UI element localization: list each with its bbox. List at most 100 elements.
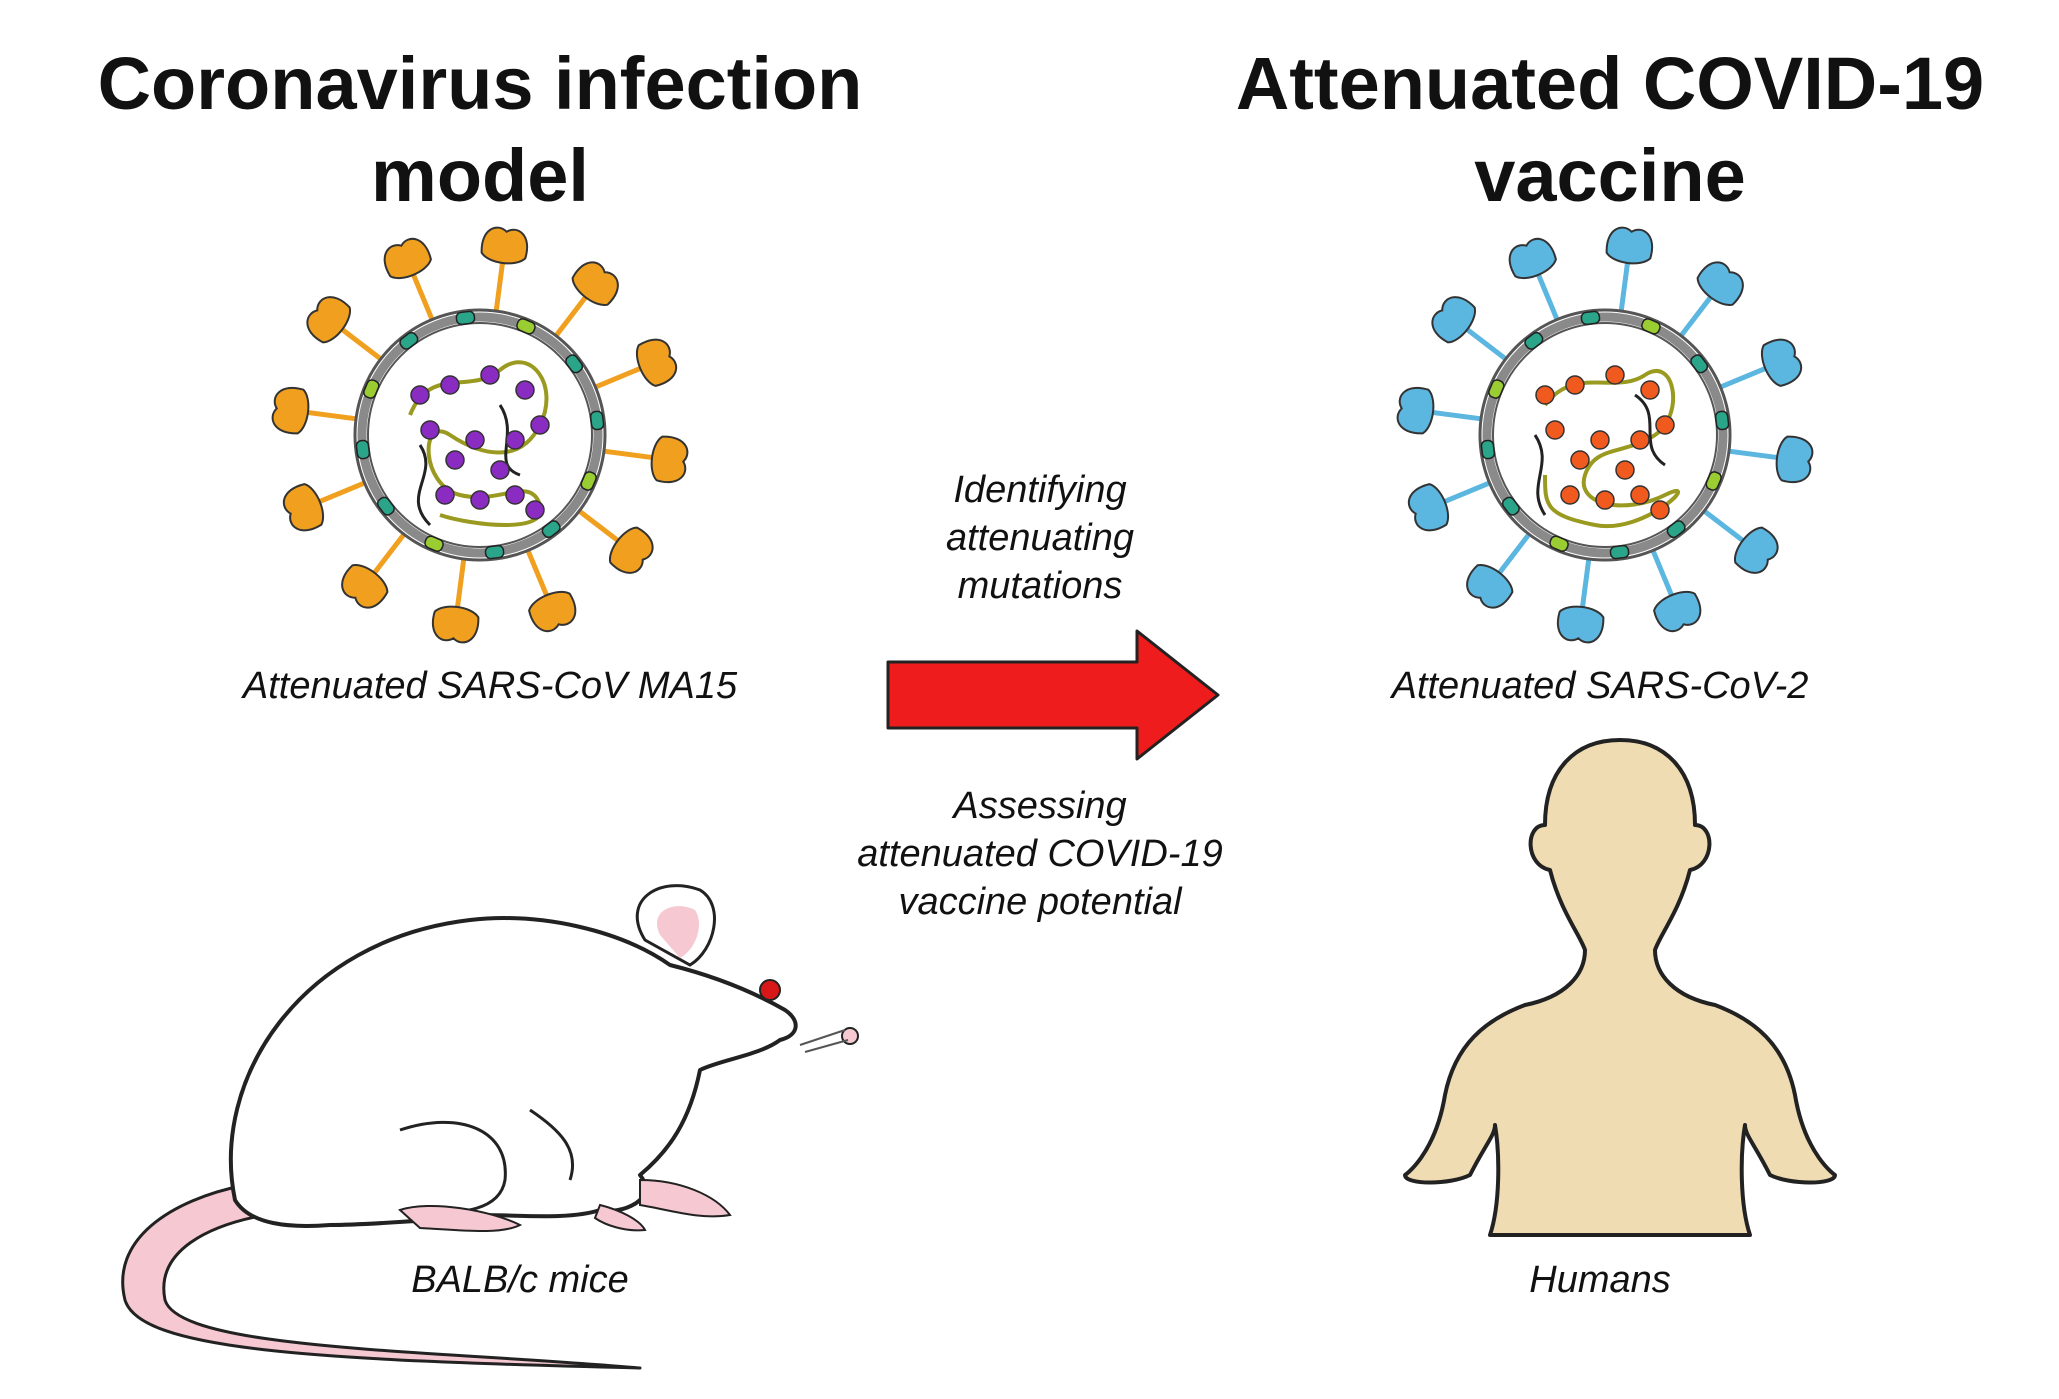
spike-protein xyxy=(383,237,432,279)
spike-protein xyxy=(271,387,310,435)
nucleocapsid-bead xyxy=(1565,375,1585,395)
sars-cov-virus-icon xyxy=(271,226,689,644)
left-heading-line1: Coronavirus infection xyxy=(97,42,863,125)
nucleocapsid-bead xyxy=(1655,415,1675,435)
membrane-protein xyxy=(589,410,605,431)
membrane-protein xyxy=(424,535,444,552)
spike-protein xyxy=(609,526,654,574)
nucleocapsid-bead xyxy=(1560,485,1580,505)
spike-protein xyxy=(1605,226,1653,265)
nucleocapsid-bead xyxy=(1595,490,1615,510)
nucleocapsid-bead xyxy=(1640,380,1660,400)
assessing-vaccine-label: Assessing attenuated COVID-19 vaccine po… xyxy=(800,782,1280,926)
membrane-protein xyxy=(1714,410,1730,431)
assess-line2: attenuated COVID-19 xyxy=(857,833,1223,875)
membrane-protein xyxy=(1549,535,1569,552)
spike-protein xyxy=(282,483,324,532)
nucleocapsid-bead xyxy=(515,380,535,400)
spike-protein xyxy=(650,435,689,483)
spike-protein xyxy=(432,605,480,644)
spikes xyxy=(1396,226,1814,644)
membrane-protein xyxy=(1501,496,1520,516)
left-heading: Coronavirus infection model xyxy=(20,38,940,222)
spike-protein xyxy=(571,261,619,306)
membrane-protein xyxy=(1666,520,1686,539)
membrane-protein xyxy=(565,354,584,374)
spike-protein xyxy=(1466,564,1514,609)
spike-protein xyxy=(1557,605,1605,644)
nucleocapsid-bead xyxy=(410,385,430,405)
membrane-protein xyxy=(1524,331,1544,350)
nucleocapsid-bead xyxy=(505,430,525,450)
humans-label: Humans xyxy=(1529,1259,1671,1301)
membrane-protein xyxy=(1609,544,1630,560)
nucleocapsid-bead xyxy=(445,450,465,470)
nucleocapsid-bead xyxy=(1615,460,1635,480)
membrane-protein xyxy=(363,379,380,399)
spike-protein xyxy=(1734,526,1779,574)
left-heading-line2: model xyxy=(371,134,589,217)
spike-protein xyxy=(1653,591,1702,633)
spike-protein xyxy=(1431,296,1476,344)
membrane-protein xyxy=(541,520,561,539)
assess-line1: Assessing xyxy=(953,785,1127,827)
spike-protein xyxy=(480,226,528,265)
spike-protein xyxy=(636,338,678,387)
nucleocapsid-bead xyxy=(435,485,455,505)
nucleocapsid-bead xyxy=(490,460,510,480)
nucleocapsid-bead xyxy=(465,430,485,450)
nucleocapsid-bead xyxy=(1650,500,1670,520)
nucleocapsid-bead xyxy=(470,490,490,510)
right-heading-line2: vaccine xyxy=(1474,134,1746,217)
identifying-mutations-label: Identifying attenuating mutations xyxy=(850,466,1230,610)
human-icon xyxy=(1403,738,1837,1237)
membrane-protein xyxy=(1641,318,1661,335)
spike-protein xyxy=(1775,435,1814,483)
spike-protein xyxy=(306,296,351,344)
balbc-mice-label: BALB/c mice xyxy=(411,1259,629,1301)
right-heading-line1: Attenuated COVID-19 xyxy=(1235,42,1985,125)
spike-protein xyxy=(1508,237,1557,279)
spike-protein xyxy=(1396,387,1435,435)
nucleocapsid-bead xyxy=(1630,485,1650,505)
membrane-protein xyxy=(1690,354,1709,374)
spike-protein xyxy=(1696,261,1744,306)
nucleocapsid-bead xyxy=(1605,365,1625,385)
mouse-icon xyxy=(121,884,859,1370)
nucleocapsid-bead xyxy=(420,420,440,440)
membrane-protein xyxy=(1705,471,1722,491)
nucleocapsid-bead xyxy=(1545,420,1565,440)
membrane-protein xyxy=(355,439,371,460)
membrane-protein xyxy=(484,544,505,560)
nucleocapsid-bead xyxy=(525,500,545,520)
spike-protein xyxy=(1761,338,1803,387)
spikes xyxy=(271,226,689,644)
identify-line2: attenuating xyxy=(945,517,1135,559)
sars-cov-2-label: Attenuated SARS-CoV-2 xyxy=(1391,665,1809,707)
nucleocapsid-bead xyxy=(1590,430,1610,450)
nucleocapsid-bead xyxy=(505,485,525,505)
membrane-protein xyxy=(399,331,419,350)
nucleocapsid-bead xyxy=(1570,450,1590,470)
sars-cov-2-virus-icon xyxy=(1396,226,1814,644)
membrane-protein xyxy=(1488,379,1505,399)
spike-protein xyxy=(341,564,389,609)
assess-line3: vaccine potential xyxy=(898,881,1182,923)
nucleocapsid-bead xyxy=(1535,385,1555,405)
identify-line3: mutations xyxy=(957,565,1123,607)
nucleocapsid-bead xyxy=(440,375,460,395)
nucleocapsid-bead xyxy=(1630,430,1650,450)
spike-protein xyxy=(1407,483,1449,532)
membrane-protein xyxy=(1580,310,1601,326)
membrane-protein xyxy=(455,310,476,326)
nucleocapsid-bead xyxy=(530,415,550,435)
membrane-protein xyxy=(516,318,536,335)
arrow-right-icon xyxy=(886,629,1220,761)
nucleocapsid-bead xyxy=(480,365,500,385)
membrane-protein xyxy=(580,471,597,491)
spike-protein xyxy=(528,591,577,633)
sars-cov-ma15-label: Attenuated SARS-CoV MA15 xyxy=(242,665,738,707)
identify-line1: Identifying xyxy=(953,469,1127,511)
right-heading: Attenuated COVID-19 vaccine xyxy=(1180,38,2040,222)
membrane-protein xyxy=(376,496,395,516)
